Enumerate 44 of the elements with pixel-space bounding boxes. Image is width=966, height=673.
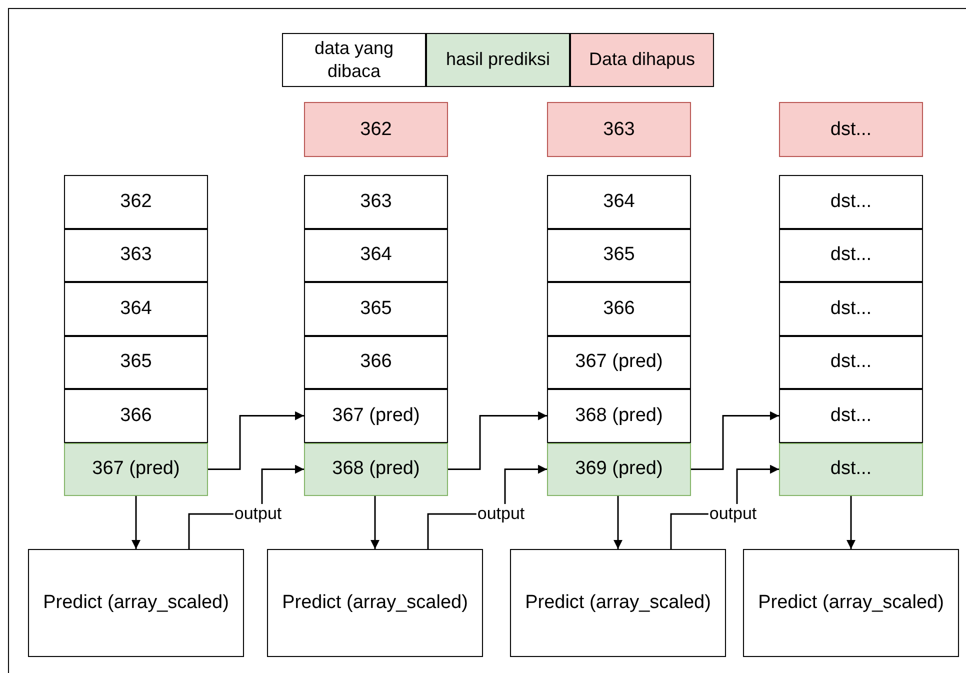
arrow bbox=[614, 496, 622, 549]
removed-data-box: 362 bbox=[304, 102, 448, 157]
data-box: 365 bbox=[547, 228, 691, 282]
process-box: Predict (array_scaled) bbox=[28, 549, 244, 657]
data-box: 364 bbox=[64, 282, 208, 336]
data-box: dst... bbox=[779, 389, 923, 442]
process-box: Predict (array_scaled) bbox=[743, 549, 959, 657]
data-box: 365 bbox=[304, 282, 448, 336]
data-box: dst... bbox=[779, 175, 923, 228]
edge-label: output bbox=[476, 504, 526, 524]
prediction-box: 369 (pred) bbox=[547, 442, 691, 496]
edge-label: output bbox=[233, 504, 283, 524]
data-box: 368 (pred) bbox=[547, 389, 691, 442]
data-box: 363 bbox=[64, 228, 208, 282]
data-box: 366 bbox=[304, 336, 448, 389]
process-box: Predict (array_scaled) bbox=[267, 549, 483, 657]
data-box: 365 bbox=[64, 336, 208, 389]
data-box: 363 bbox=[304, 175, 448, 228]
arrow bbox=[208, 411, 304, 470]
data-box: dst... bbox=[779, 228, 923, 282]
legend-entry: Data dihapus bbox=[570, 33, 714, 87]
prediction-box: 367 (pred) bbox=[64, 442, 208, 496]
arrow bbox=[448, 411, 547, 470]
data-box: dst... bbox=[779, 282, 923, 336]
edge-label: output bbox=[708, 504, 758, 524]
data-box: 367 (pred) bbox=[547, 336, 691, 389]
data-box: 367 (pred) bbox=[304, 389, 448, 442]
removed-data-box: 363 bbox=[547, 102, 691, 157]
data-box: 366 bbox=[64, 389, 208, 442]
legend-entry: data yang dibaca bbox=[282, 33, 426, 87]
data-box: 364 bbox=[304, 228, 448, 282]
prediction-box: dst... bbox=[779, 442, 923, 496]
arrow bbox=[846, 496, 856, 549]
arrow bbox=[132, 496, 140, 549]
arrow bbox=[370, 496, 380, 549]
data-box: dst... bbox=[779, 336, 923, 389]
data-box: 362 bbox=[64, 175, 208, 228]
data-box: 366 bbox=[547, 282, 691, 336]
removed-data-box: dst... bbox=[779, 102, 923, 157]
legend-entry: hasil prediksi bbox=[426, 33, 570, 87]
process-box: Predict (array_scaled) bbox=[510, 549, 726, 657]
data-box: 364 bbox=[547, 175, 691, 228]
arrow bbox=[691, 411, 779, 470]
prediction-box: 368 (pred) bbox=[304, 442, 448, 496]
